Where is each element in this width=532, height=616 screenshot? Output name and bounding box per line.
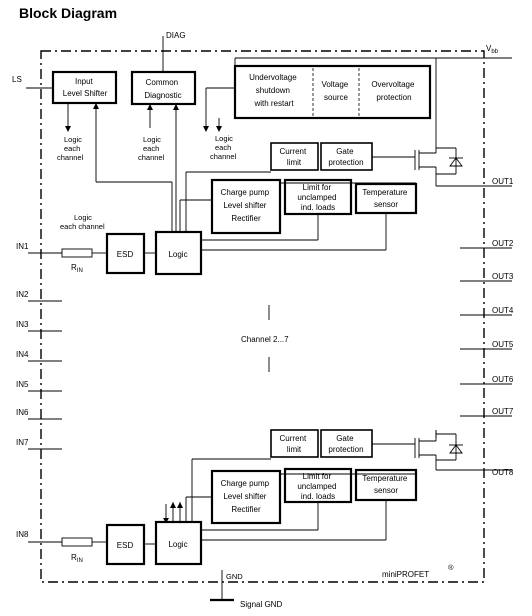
arrow-up-icon	[177, 502, 183, 508]
channel-1: Current limit Gate protection Charge pum…	[16, 142, 418, 276]
temperature-sensor-block-1: Temperature sensor	[354, 182, 418, 215]
svg-text:Current limit: Current limit	[280, 434, 309, 454]
svg-text:Charge pump Level shif: Charge pump Level shifter Rectifier	[221, 479, 272, 514]
arrow-down-icon	[203, 126, 209, 132]
logic-block-8: Logic	[154, 520, 203, 566]
pin-out2-label: OUT2	[492, 239, 514, 248]
pin-vbb-label: Vbb	[486, 44, 499, 55]
limit-unclamped-block-1: Limit for unclamped ind. loads	[283, 178, 353, 216]
registered-mark: ®	[448, 563, 454, 572]
arrow-down-icon	[65, 126, 71, 132]
arrow-down-icon	[216, 126, 222, 132]
pin-in3-label: IN3	[16, 320, 29, 329]
svg-text:Logic: Logic	[168, 540, 187, 549]
arrow-up-icon	[147, 104, 153, 110]
logic-each-channel-inline-label: Logic each channel	[60, 213, 105, 231]
current-limit-block-8: Current limit	[270, 429, 319, 458]
logic-each-channel-label-2: Logic each channel	[138, 135, 165, 162]
svg-text:ESD: ESD	[117, 541, 134, 550]
svg-text:Logic: Logic	[168, 250, 187, 259]
pin-out3-label: OUT3	[492, 272, 514, 281]
limit-unclamped-block-8: Limit for unclamped ind. loads	[283, 467, 353, 504]
undervoltage-shutdown-block: Undervoltage shutdown with restart Volta…	[233, 64, 432, 120]
brand-label: miniPROFET	[382, 570, 429, 579]
esd-block-1: ESD	[105, 232, 146, 275]
pin-in2-label: IN2	[16, 290, 29, 299]
common-diagnostic-block: Common Diagnostic	[130, 70, 197, 106]
arrow-up-icon	[173, 104, 179, 110]
input-level-shifter-block: Input Level Shifter	[51, 70, 118, 105]
logic-each-channel-label-3: Logic each channel	[210, 134, 237, 161]
esd-block-8: ESD	[105, 523, 146, 566]
svg-text:Limit for unclamped: Limit for unclamped ind. loads	[297, 183, 338, 212]
signal-gnd-label: Signal GND	[240, 600, 282, 609]
diagram-title: Block Diagram	[19, 5, 117, 21]
temperature-sensor-block-8: Temperature sensor	[354, 468, 418, 502]
gnd-label: GND	[226, 572, 243, 581]
chip-boundary	[40, 50, 485, 583]
pin-in5-label: IN5	[16, 380, 29, 389]
pin-ls-label: LS	[12, 75, 22, 84]
pin-out5-label: OUT5	[492, 340, 514, 349]
input-resistor-1	[61, 248, 93, 258]
svg-text:Temperature sensor: Temperature sensor	[362, 474, 409, 495]
channel-range-label: Channel 2...7	[241, 335, 289, 344]
gate-protection-block-8: Gate protection	[320, 429, 373, 458]
channel-8: Current limit Gate protection Charge pum…	[16, 429, 418, 566]
svg-text:Common Diagnostic: Common Diagnostic	[144, 78, 181, 100]
pin-in7-label: IN7	[16, 438, 29, 447]
pin-in4-label: IN4	[16, 350, 29, 359]
pin-in6-label: IN6	[16, 408, 29, 417]
pin-in1-label: IN1	[16, 242, 29, 251]
svg-text:Charge pump Level shif: Charge pump Level shifter Rectifier	[221, 188, 272, 223]
voltage-source-label: Voltage source	[322, 80, 351, 102]
pin-out6-label: OUT6	[492, 375, 514, 384]
arrow-up-icon	[93, 103, 99, 109]
logic-block-1: Logic	[154, 230, 203, 276]
pin-out4-label: OUT4	[492, 306, 514, 315]
pin-out1-label: OUT1	[492, 177, 514, 186]
arrow-down-icon	[163, 518, 169, 523]
charge-pump-block-1: Charge pump Level shifter Rectifier	[210, 178, 282, 235]
pin-diag-label: DIAG	[166, 31, 186, 40]
rin-label-1: RIN	[71, 263, 83, 274]
svg-text:Input Level Shifter: Input Level Shifter	[63, 77, 108, 98]
outputs: OUT1 OUT2 OUT3 OUT4 OUT5 OUT6 OUT7 OUT8	[460, 177, 514, 477]
svg-text:Current limit: Current limit	[280, 147, 309, 167]
logic-each-channel-label-1: Logic each channel	[57, 135, 84, 162]
svg-text:Temperature sensor: Temperature sensor	[362, 188, 409, 209]
power-mosfet-icon-8	[414, 430, 512, 471]
svg-text:ESD: ESD	[117, 250, 134, 259]
svg-text:Gate protection: Gate protection	[328, 147, 363, 167]
arrow-up-icon	[170, 502, 176, 508]
charge-pump-block-8: Charge pump Level shifter Rectifier	[210, 469, 282, 525]
svg-text:Gate protection: Gate protection	[328, 434, 363, 454]
inputs-2-7: IN2 IN3 IN4 IN5 IN6 IN7	[16, 290, 62, 450]
input-resistor-8	[61, 537, 93, 547]
svg-text:Limit for unclamped: Limit for unclamped ind. loads	[297, 472, 338, 501]
gate-protection-block-1: Gate protection	[320, 142, 373, 171]
pin-in8-label: IN8	[16, 530, 29, 539]
pin-out7-label: OUT7	[492, 407, 514, 416]
pin-out8-label: OUT8	[492, 468, 514, 477]
rin-label-8: RIN	[71, 553, 83, 564]
current-limit-block-1: Current limit	[270, 142, 319, 171]
overvoltage-label: Overvoltage protection	[371, 80, 416, 102]
undervoltage-label: Undervoltage shutdown with restart	[249, 73, 299, 108]
power-mosfet-icon-1	[414, 145, 512, 187]
